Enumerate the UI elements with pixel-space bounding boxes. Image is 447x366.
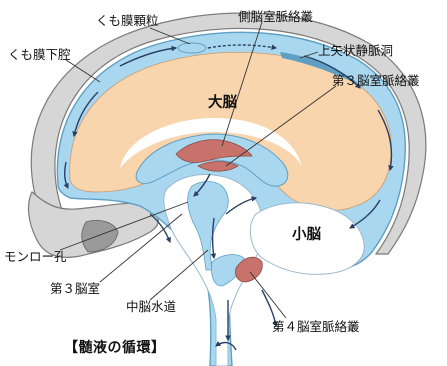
label-superior-sagittal-sinus: 上矢状静脈洞: [318, 44, 393, 58]
label-aqueduct: 中脳水道: [126, 300, 176, 314]
diagram-caption: 【髄液の循環】: [64, 341, 166, 355]
label-subarachnoid-space: くも膜下腔: [8, 48, 71, 62]
label-lateral-choroid-plexus: 側脳室脈絡叢: [238, 10, 313, 24]
label-cerebellum: 小脳: [292, 228, 321, 242]
leader-line: [150, 250, 208, 300]
label-cerebrum: 大脳: [208, 96, 237, 110]
label-third-choroid-plexus: 第３脳室脈絡叢: [332, 74, 420, 88]
arachnoid-granulation: [178, 43, 206, 53]
label-third-ventricle: 第３脳室: [50, 282, 100, 296]
label-arachnoid-granulation: くも膜顆粒: [96, 14, 159, 28]
label-fourth-choroid-plexus: 第４脳室脈絡叢: [272, 320, 360, 334]
label-foramen-monro: モンロー孔: [4, 250, 67, 264]
leader-line: [250, 272, 286, 318]
